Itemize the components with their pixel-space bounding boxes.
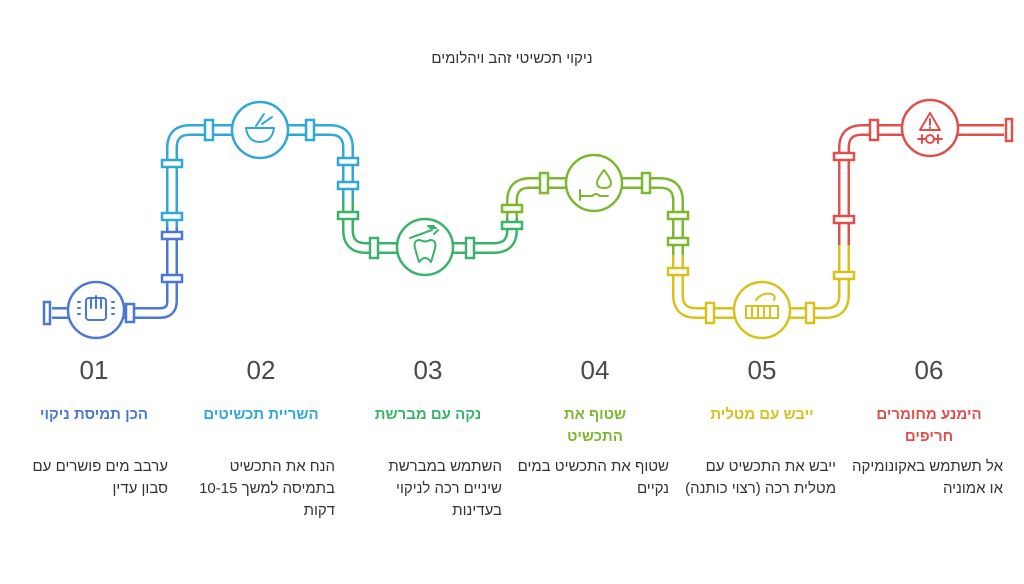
step-2: 02 השריית תכשיטים הנח את התכשיט בתמיסה ל…: [181, 355, 341, 522]
cloth-drying-icon: [732, 280, 792, 340]
step-title: הימנע מחומרים חריפים: [876, 406, 982, 445]
pipeline-diagram: .pipe { fill: none; stroke-width: 12; st…: [42, 98, 1014, 340]
step-description: שטוף את התכשיט במים נקיים: [517, 458, 669, 497]
step-number: 04: [580, 355, 610, 385]
step-number: 05: [747, 355, 777, 385]
step-description: אל תשתמש באקונומיקה או אמוניה: [851, 458, 1003, 497]
step-description: ייבש את התכשיט עם מטלית רכה (רצוי כותנה): [685, 458, 836, 497]
step-number: 03: [413, 355, 443, 385]
step-6: 06 הימנע מחומרים חריפים אל תשתמש באקונומ…: [849, 355, 1009, 500]
step-5: 05 ייבש עם מטלית ייבש את התכשיט עם מטלית…: [682, 355, 842, 500]
step-title: השריית תכשיטים: [203, 406, 319, 423]
step-description: השתמש במברשת שיניים רכה לניקוי בעדינות: [388, 458, 502, 519]
soaking-bowl-icon: [230, 100, 290, 160]
rinse-water-icon: [564, 153, 624, 213]
hazard-warning-icon: [900, 98, 960, 158]
pipe-segment-6: [838, 124, 1004, 245]
page-title: ניקוי תכשיטי זהב ויהלומים: [431, 50, 593, 67]
pipe-segment-1: [52, 227, 178, 319]
hand-washing-icon: [66, 280, 126, 340]
step-description: הנח את התכשיט בתמיסה למשך 10-15 דקות: [199, 458, 335, 519]
step-title: שטוף את התכשיט: [563, 406, 627, 445]
step-4: 04 שטוף את התכשיט שטוף את התכשיט במים נק…: [515, 355, 675, 500]
step-title: הכן תמיסת ניקוי: [39, 406, 149, 423]
step-1: 01 הכן תמיסת ניקוי ערבב מים פושרים עם סב…: [14, 355, 174, 500]
step-number: 02: [246, 355, 276, 385]
step-title: ייבש עם מטלית: [710, 406, 814, 423]
toothbrush-icon: [395, 217, 455, 277]
step-number: 01: [79, 355, 109, 385]
pipe-flanges: [42, 117, 1014, 326]
step-number: 06: [914, 355, 944, 385]
step-description: ערבב מים פושרים עם סבון עדין: [32, 458, 169, 497]
step-title: נקה עם מברשת: [374, 406, 482, 423]
step-3: 03 נקה עם מברשת השתמש במברשת שיניים רכה …: [348, 355, 508, 522]
